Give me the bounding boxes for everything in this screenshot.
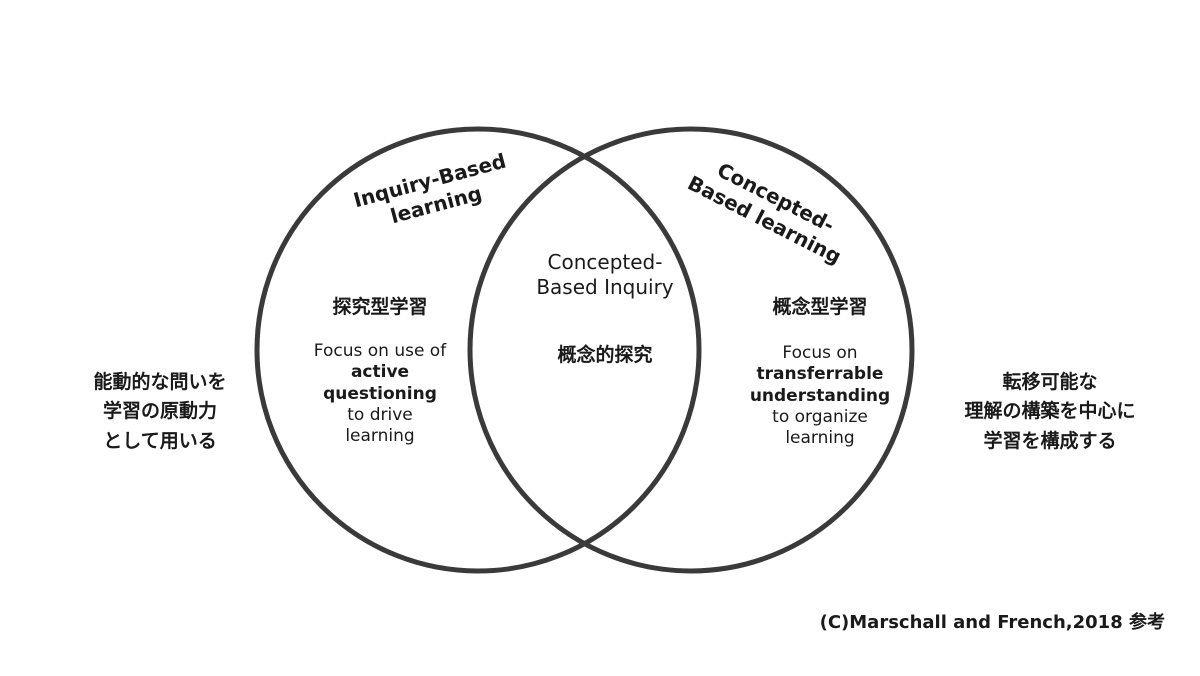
left-note-line-1: 能動的な問いを xyxy=(93,371,227,393)
intersection-title-line-2: Based Inquiry xyxy=(536,275,674,299)
left-desc-line-5: learning xyxy=(345,426,415,446)
intersection-title-line-1: Concepted- xyxy=(547,250,663,274)
left-desc-line-2: active xyxy=(350,362,410,383)
right-note-line-2: 理解の構築を中心に xyxy=(964,400,1136,423)
left-circle xyxy=(254,126,702,574)
right-circle xyxy=(467,126,915,574)
left-desc-line-1: Focus on use of xyxy=(313,341,447,361)
left-desc-line-4: to drive xyxy=(347,404,413,425)
left-note: 能動的な問いを 学習の原動力 として用いる xyxy=(55,368,265,456)
right-desc-line-4: to organize xyxy=(772,406,868,427)
right-desc-line-2: transferrable xyxy=(756,364,884,385)
left-desc-line-3: questioning xyxy=(323,383,437,404)
intersection-title: Concepted- Based Inquiry xyxy=(505,250,705,300)
right-circle-description: Focus on transferrable understanding to … xyxy=(725,343,915,449)
left-circle-description: Focus on use of active questioning to dr… xyxy=(290,341,470,447)
right-note-line-3: 学習を構成する xyxy=(983,429,1117,452)
right-desc-line-3: understanding xyxy=(749,385,891,406)
right-desc-line-1: Focus on xyxy=(782,343,858,363)
left-note-line-2: 学習の原動力 xyxy=(102,400,217,423)
right-circle-ja-title: 概念型学習 xyxy=(772,296,868,318)
right-note-line-1: 転移可能な xyxy=(1002,371,1098,393)
left-note-line-3: として用いる xyxy=(103,429,217,452)
credit-text: (C)Marschall and French,2018 参考 xyxy=(819,612,1165,633)
right-note: 転移可能な 理解の構築を中心に 学習を構成する xyxy=(935,368,1165,456)
right-desc-line-5: learning xyxy=(785,428,855,448)
intersection-ja-title: 概念的探究 xyxy=(557,344,653,366)
left-circle-ja-title: 探究型学習 xyxy=(332,296,428,318)
